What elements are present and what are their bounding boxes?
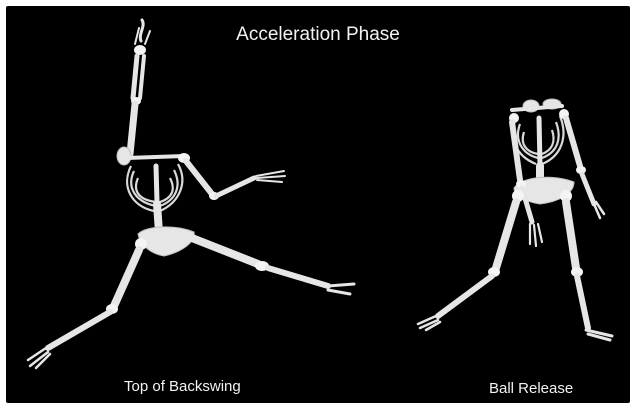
caption-ball-release: Ball Release bbox=[489, 380, 573, 397]
back-leg bbox=[418, 190, 524, 330]
diagram-panel: Acceleration Phase bbox=[6, 6, 630, 403]
skeleton-ball-release bbox=[6, 6, 630, 403]
rib-cage bbox=[512, 106, 563, 164]
caption-top-of-backswing: Top of Backswing bbox=[124, 378, 241, 395]
